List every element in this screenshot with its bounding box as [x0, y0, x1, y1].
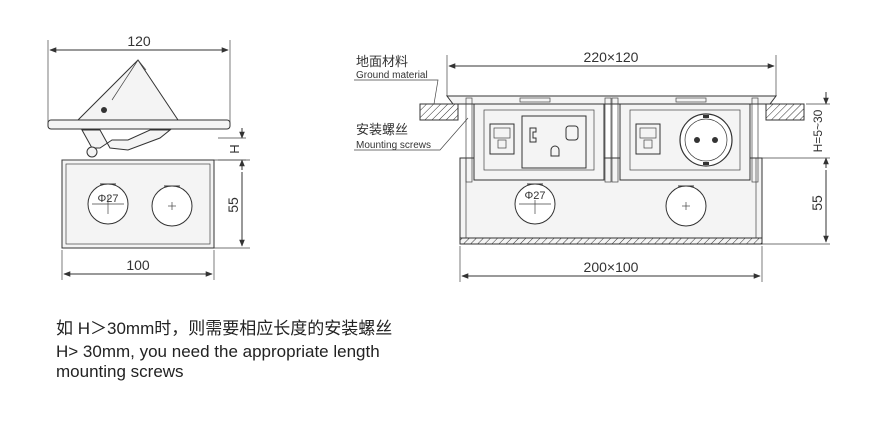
- module-left: [473, 103, 605, 181]
- right-view: 地面材料 Ground material 安装螺丝 Mounting screw…: [354, 49, 830, 282]
- dim-bottom-size: 200×100: [584, 259, 639, 275]
- dim-depth: 55: [225, 197, 241, 213]
- left-view: 120 H Φ27 55: [47, 33, 250, 280]
- screw-icon: [465, 97, 473, 183]
- dim-top-size: 220×120: [584, 49, 639, 65]
- top-frame: [47, 119, 231, 130]
- label-ground-material-en: Ground material: [356, 70, 428, 81]
- ground-material-left: [419, 103, 459, 121]
- label-mounting-screws-cn: 安装螺丝: [356, 122, 408, 137]
- hinge-mechanism: [81, 129, 172, 151]
- dim-top-width: 120: [127, 33, 151, 49]
- leader-screws: [354, 117, 469, 151]
- screw-icon: [751, 97, 759, 183]
- leader-ground: [354, 79, 439, 105]
- label-ground-material-cn: 地面材料: [356, 54, 408, 69]
- hinge-pin-icon: [86, 146, 98, 158]
- hole-diameter-label: Φ27: [524, 190, 545, 202]
- schuko-socket-icon: [679, 113, 733, 167]
- dim-h-range: H=5~30: [811, 109, 825, 152]
- universal-socket-icon: [521, 115, 587, 169]
- screw-icon: [604, 97, 612, 183]
- top-frame: [446, 95, 777, 105]
- dim-h-label: H: [227, 144, 242, 153]
- lid-knob-icon: [101, 107, 107, 113]
- note-en-line1: H> 30mm, you need the appropriate length: [56, 342, 380, 361]
- rj45-port-icon: [489, 123, 515, 155]
- rj45-port-icon: [635, 123, 661, 155]
- screw-icon: [611, 97, 619, 183]
- note-cn: 如 H＞30mm时，则需要相应长度的安装螺丝: [56, 319, 393, 338]
- dim-depth: 55: [809, 195, 825, 211]
- open-lid: [76, 59, 179, 121]
- dim-bottom-width: 100: [126, 257, 150, 273]
- label-mounting-screws-en: Mounting screws: [356, 140, 431, 151]
- ground-material-right: [765, 103, 805, 121]
- note-en-line2: mounting screws: [56, 362, 184, 381]
